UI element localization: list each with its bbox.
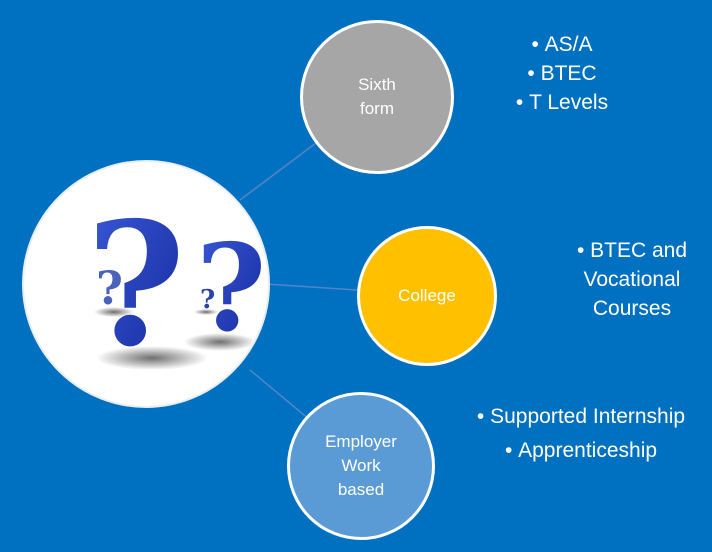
connector-employer — [249, 369, 311, 421]
list-item: BTEC and Vocational Courses — [548, 236, 712, 323]
employer-options-list: Supported Internship Apprenticeship — [462, 400, 700, 468]
node-sixth-form-label-line2: form — [359, 99, 394, 118]
list-item: BTEC — [482, 59, 642, 88]
node-sixth-form-label-line1: Sixth — [358, 75, 396, 94]
node-employer-label-line1: Employer — [325, 432, 397, 451]
question-marks-icon: ? ? ? ? — [86, 185, 266, 385]
question-mark-large: ? — [86, 185, 186, 385]
list-item: AS/A — [482, 30, 642, 59]
connector-college — [265, 283, 358, 291]
node-sixth-form: Sixth form — [300, 20, 454, 174]
sixth-form-options-list: AS/A BTEC T Levels — [482, 30, 642, 117]
node-college-label: College — [398, 286, 456, 305]
question-mark-tiny: ? — [200, 285, 215, 315]
question-mark-right: ? — [196, 218, 266, 359]
question-mark-small-left: ? — [96, 261, 123, 315]
list-item: T Levels — [482, 88, 642, 117]
node-college: College — [357, 226, 497, 366]
question-hub: ? ? ? ? — [22, 160, 270, 408]
connector-sixth-form — [239, 139, 321, 201]
list-item: Apprenticeship — [462, 434, 700, 468]
list-item: Supported Internship — [462, 400, 700, 434]
node-employer-label-line2: Work — [341, 456, 381, 475]
college-options-list: BTEC and Vocational Courses — [548, 236, 712, 323]
node-employer-label-line3: based — [337, 480, 385, 499]
node-employer: Employer Work based — [287, 392, 435, 540]
